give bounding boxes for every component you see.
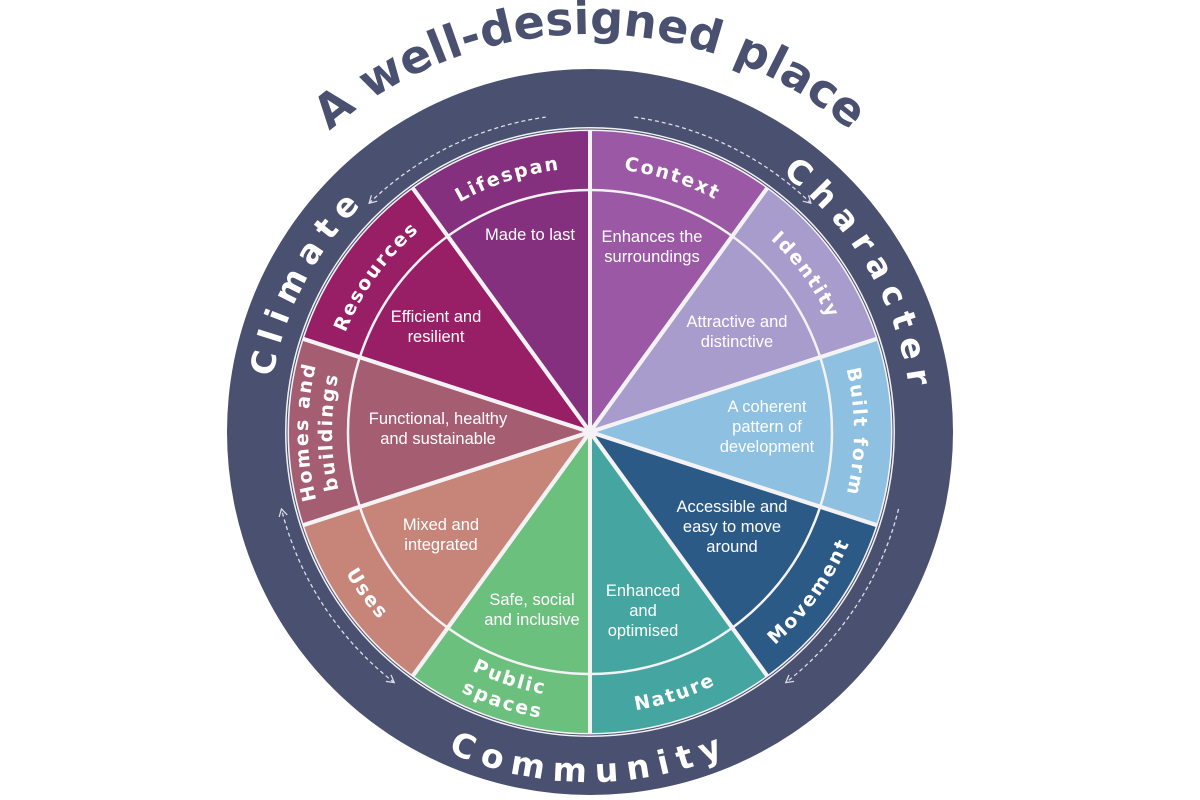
- cycle-arrows: [278, 116, 900, 684]
- dashed-arrow-icon: [784, 508, 900, 684]
- segment-divider: [589, 336, 879, 434]
- segment-label-homes-and-buildings: buildings: [315, 371, 343, 494]
- segment-divider: [410, 185, 592, 434]
- segment-description-lifespan: Made to last: [485, 226, 575, 244]
- segment-divider: [410, 430, 592, 679]
- dashed-arrow-icon: [368, 116, 546, 205]
- dashed-arrow-icon: [278, 507, 396, 684]
- segment-divider: [589, 430, 879, 528]
- segment-edge: [286, 128, 894, 736]
- segment-divider: [301, 430, 591, 528]
- segment-divider: [588, 185, 770, 434]
- segment-divider: [588, 430, 770, 679]
- dashed-arrow-icon: [634, 116, 812, 205]
- segment-divider: [301, 336, 591, 434]
